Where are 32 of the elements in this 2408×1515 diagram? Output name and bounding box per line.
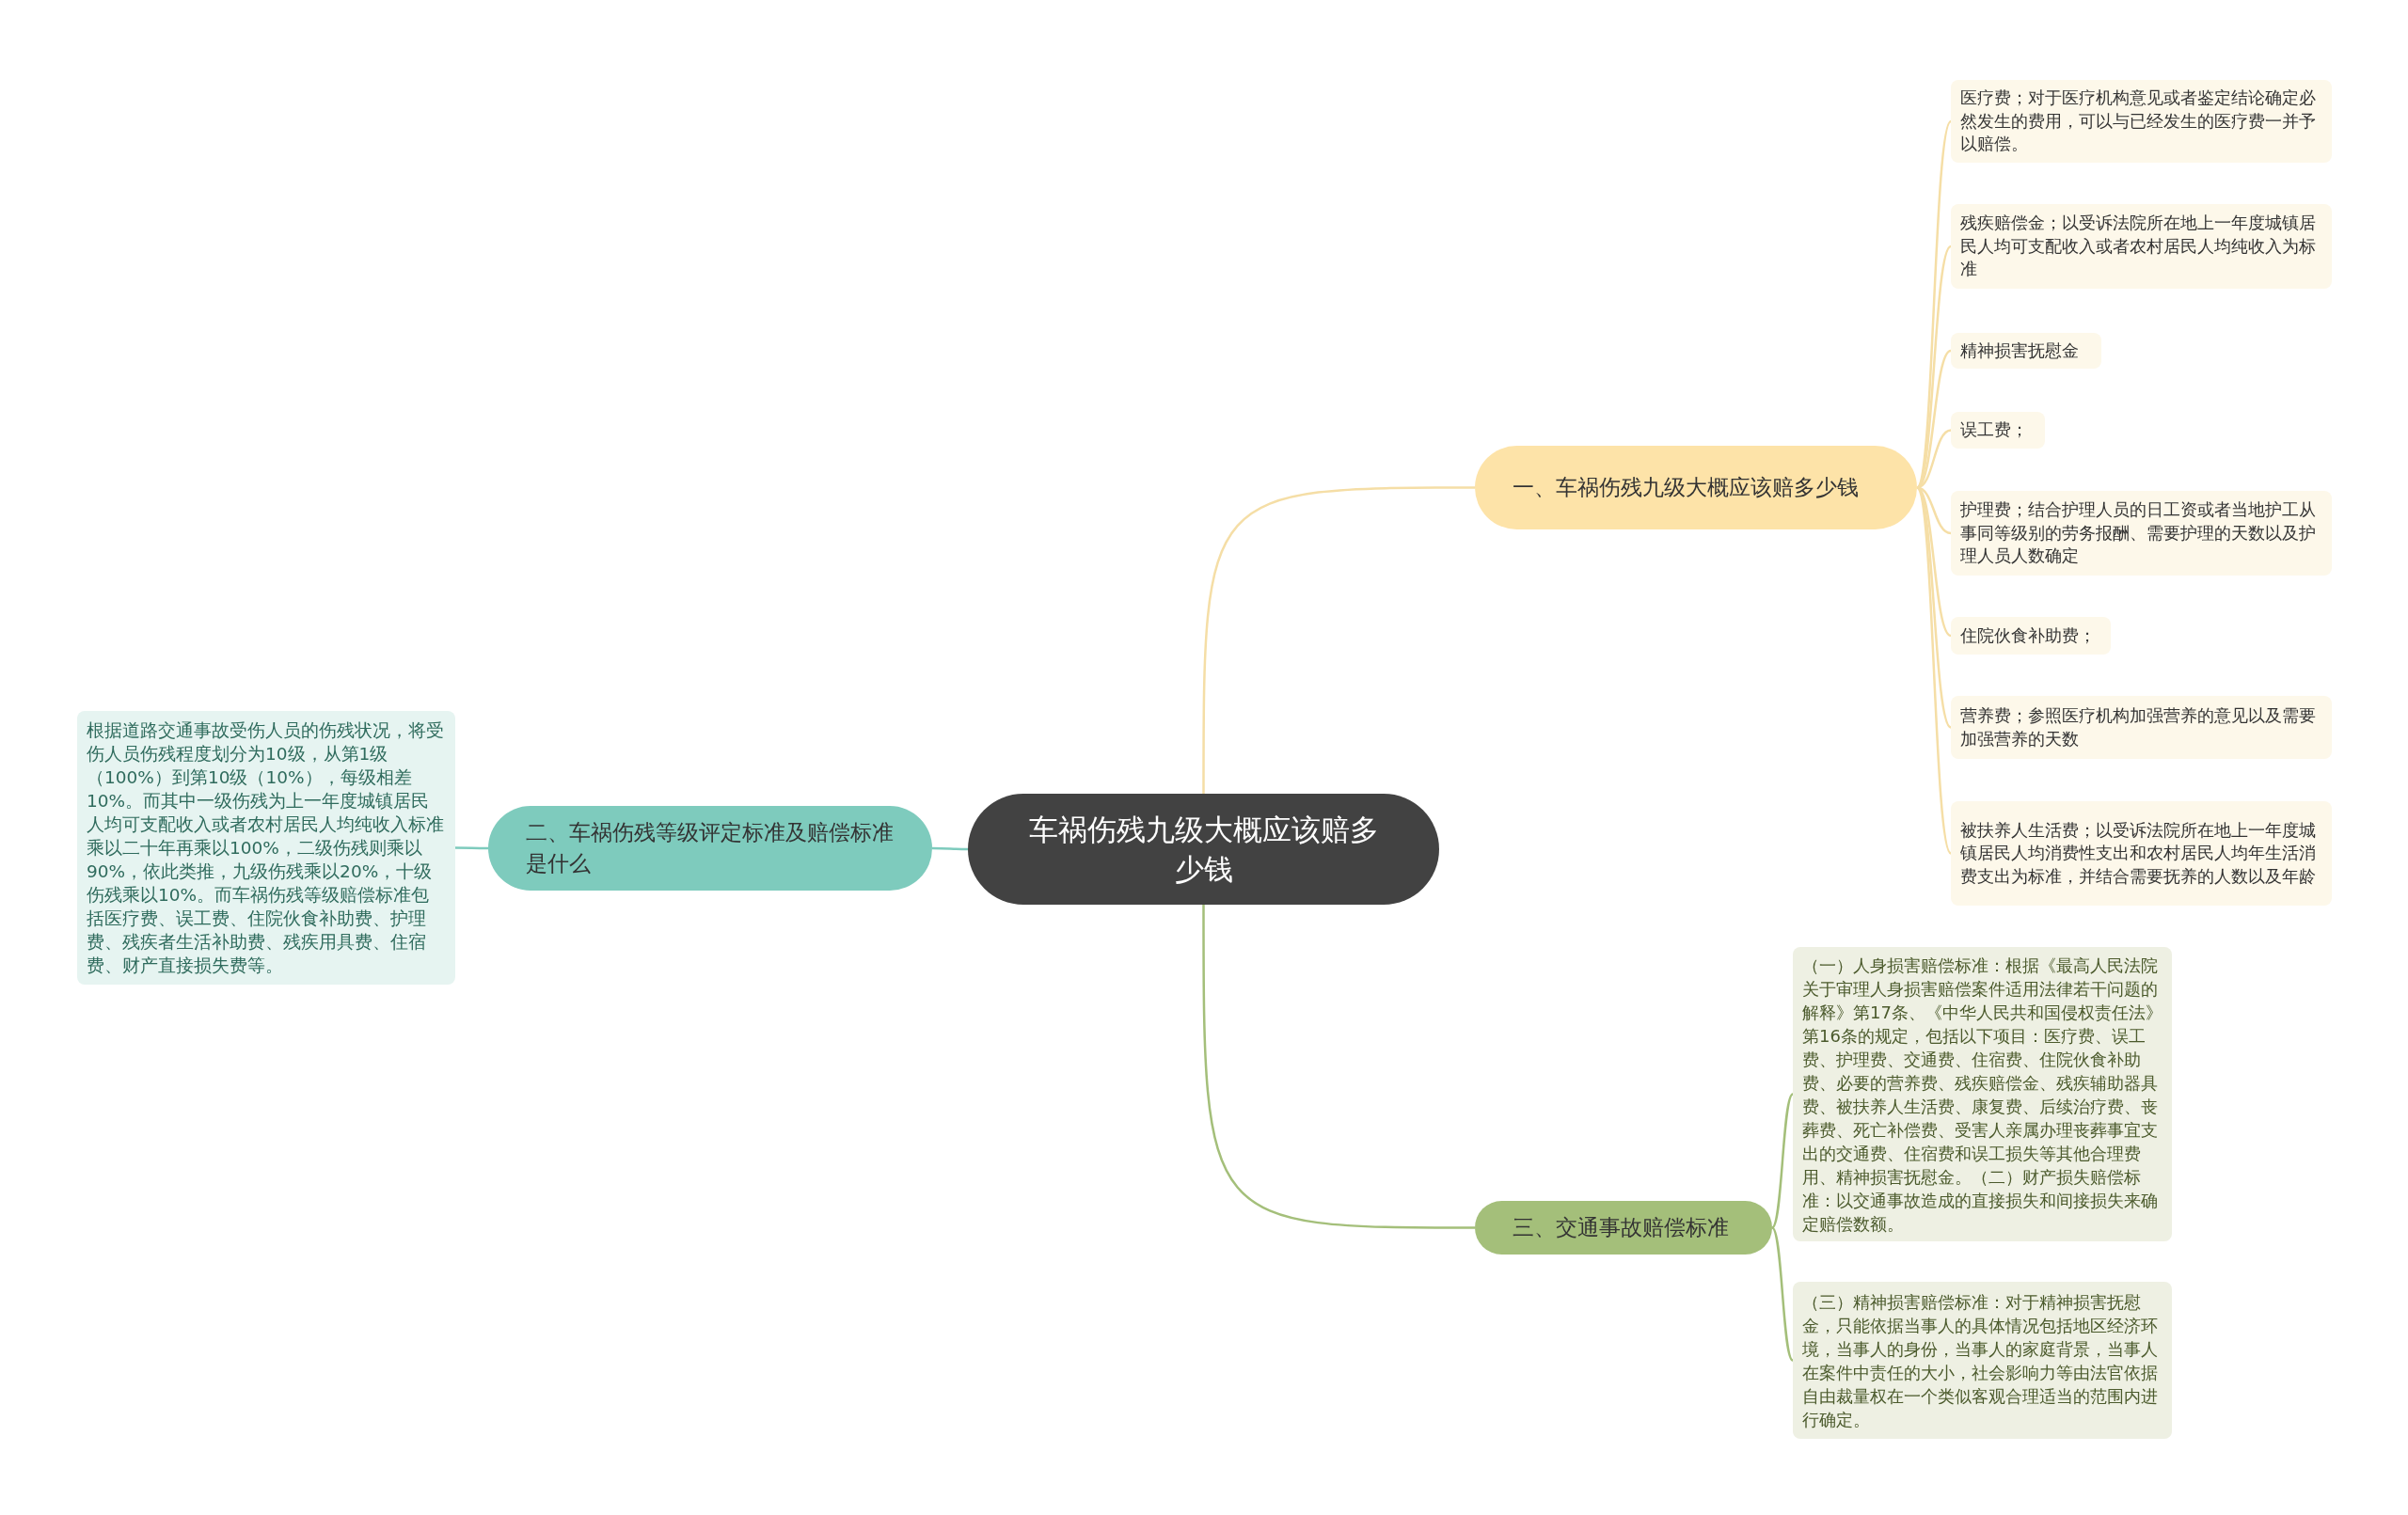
note-text: 医疗费；对于医疗机构意见或者鉴定结论确定必然发生的费用，可以与已经发生的医疗费一并予以赔偿。 bbox=[1960, 87, 2317, 156]
connector-line bbox=[455, 846, 488, 850]
note-card bbox=[1951, 491, 2332, 576]
note-text: 根据道路交通事故受伤人员的伤残状况，将受伤人员伤残程度划分为10级，从第1级（100%）到第10级（10%），每级相差10%。而其中一级伤残为上一年度城镇居民人均可支配收入或者农村居民人均纯收入标准乘以二十年再乘以100%，二级伤残则乘以90%，依此类推，九级伤残乘以20%，十级伤残乘以10%。而车祸伤残等级赔偿标准包括医疗费、误工费、住院伙食补助费、护理费、残疾者生活补助费、残疾用具费、住宿费、财产直接损失费等。 bbox=[87, 719, 445, 977]
note-card bbox=[1951, 617, 2111, 655]
note-card bbox=[1951, 80, 2332, 163]
topic-text: 车祸伤残九级大概应该赔多少钱 bbox=[1027, 812, 1380, 888]
note-text: 住院伙食补助费； bbox=[1960, 624, 2096, 647]
topic-box bbox=[1475, 1201, 1772, 1255]
note-card bbox=[1951, 333, 2101, 369]
note-text: 精神损害抚慰金 bbox=[1960, 339, 2079, 362]
topic-text: 二、车祸伤残等级评定标准及赔偿标准是什么 bbox=[526, 819, 895, 877]
note-card bbox=[1951, 412, 2045, 449]
note-card bbox=[1951, 696, 2332, 759]
note-card bbox=[1951, 801, 2332, 906]
note-text: （三）精神损害赔偿标准：对于精神损害抚慰金，只能依据当事人的具体情况包括地区经济环境，当事人的身份，当事人的家庭背景，当事人在案件中责任的大小，社会影响力等由法官依据自由裁量权在一个类似客观合理适当的范围内进行确定。 bbox=[1802, 1290, 2159, 1431]
note-text: 护理费；结合护理人员的日工资或者当地护工从事同等级别的劳务报酬、需要护理的天数以及护理人员人数确定 bbox=[1960, 499, 2317, 568]
note-text: 营养费；参照医疗机构加强营养的意见以及需要加强营养的天数 bbox=[1960, 705, 2317, 750]
topic-text: 一、车祸伤残九级大概应该赔多少钱 bbox=[1513, 474, 1859, 501]
connector-line bbox=[1202, 905, 1475, 1229]
connector-line bbox=[1915, 486, 1953, 855]
note-card bbox=[1793, 1282, 2172, 1439]
note-text: 残疾赔偿金；以受诉法院所在地上一年度城镇居民人均可支配收入或者农村居民人均纯收入为标准 bbox=[1960, 213, 2317, 281]
note-text: 误工费； bbox=[1960, 419, 2028, 442]
note-text: 被扶养人生活费；以受诉法院所在地上一年度城镇居民人均消费性支出和农村居民人均年生活消费支出为标准，并结合需要抚养的人数以及年龄 bbox=[1960, 819, 2317, 888]
note-card bbox=[1951, 204, 2332, 289]
connector-line bbox=[1202, 486, 1475, 794]
topic-text: 三、交通事故赔偿标准 bbox=[1513, 1214, 1729, 1241]
connector-line bbox=[1771, 1093, 1794, 1229]
connector-line bbox=[932, 846, 968, 851]
note-text: （一）人身损害赔偿标准：根据《最高人民法院关于审理人身损害赔偿案件适用法律若干问题的解释》第17条、《中华人民共和国侵权责任法》第16条的规定，包括以下项目：医疗费、误工费、护理费、交通费、住宿费、住院伙食补助费、必要的营养费、残疾赔偿金、残疾辅助器具费、被扶养人生活费、康复费、后续治疗费、丧葬费、死亡补偿费、受害人亲属办理丧葬事宜支出的交通费、住宿费和误工损失等其他合理费用、精神损害抚慰金。（二）财产损失赔偿标准：以交通事故造成的直接损失和间接损失来确定赔偿数额。 bbox=[1802, 954, 2162, 1236]
connector-line bbox=[1771, 1226, 1794, 1362]
